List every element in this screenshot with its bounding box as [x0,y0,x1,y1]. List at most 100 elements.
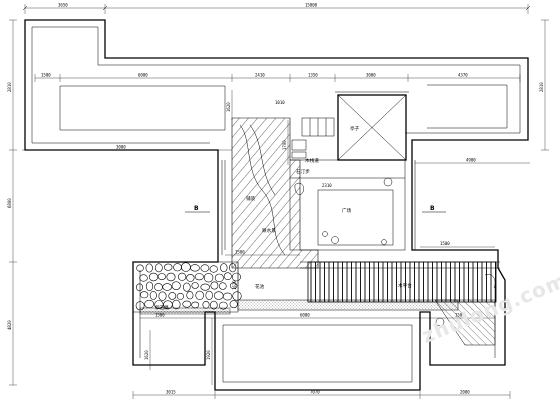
pebble [231,272,241,282]
pebble [205,290,213,301]
dim-bottom-v2: 1620 [144,350,149,360]
dim-right-1: 2810 [539,82,544,92]
inner-vertical-dims: 1620 1700 1620 [226,90,289,300]
right-vertical-dimension: 2810 [539,19,549,151]
dim-left-3: 4820 [7,320,12,330]
left-vertical-dimension: 2810 6800 4820 [7,19,17,386]
pebble [213,291,224,300]
pebble [171,281,181,291]
pebble [149,290,157,300]
pebble [194,273,204,281]
flower-bed-label: 花池 [255,283,265,290]
pebble [162,283,172,291]
dim-row2-1: 1500 [41,73,51,78]
dim-row2-6: 4370 [458,73,468,78]
hatched-water-area [231,117,319,269]
dim-inner-v1: 1620 [226,102,231,112]
pebble [148,272,159,282]
dim-top-1: 3650 [58,3,68,8]
pebble [166,272,176,282]
dim-row3-2: 4900 [466,158,476,163]
bottom-vertical-dims: 1920 1620 [144,318,213,385]
pebble [200,264,210,272]
dim-mid-4: 1010 [275,100,285,105]
pebble [229,263,237,273]
pebble [181,262,191,272]
inner-labels: 跌水景 石汀步 广场 花池 铺装 卵石路 [155,168,352,311]
pebble [191,282,199,289]
dim-mid-1: 1500 [235,250,245,255]
pebble [139,274,148,282]
section-mark-right: B [430,205,435,212]
pebble [186,273,195,282]
pebble-area [132,261,242,313]
pebble [144,299,155,309]
pebble [202,300,210,309]
water-feature-label: 跌水景 [262,227,276,234]
pebble [219,282,227,290]
dim-left-2: 6800 [7,198,12,208]
section-mark-left: B [194,205,199,212]
pebble [164,263,173,271]
bottom-dimension-line: 3015 7070 2000 [132,390,511,399]
pebble [222,292,233,301]
pebble [209,265,218,273]
dim-inner-v2: 1700 [282,140,287,150]
dim-inner-v3: 1620 [232,280,237,290]
second-dimension-line: 1500 6000 2410 1350 3000 4370 [34,73,521,82]
dim-bottom-v1: 1920 [206,350,211,360]
stone-path-label: 卵石路 [155,304,169,311]
pebble [186,291,194,300]
pebble [223,272,232,281]
dim-row2-5: 3000 [366,73,376,78]
section-marks: B B [185,205,446,213]
pebble [191,301,200,309]
pebble [173,263,182,272]
pebble [136,283,144,292]
pebble [140,291,149,299]
plaza-label: 广场 [342,207,352,214]
dim-top-2: 15800 [305,3,318,8]
dim-left-1: 2810 [7,82,12,92]
pergola-square: 亭子 [335,91,409,161]
pebble [182,300,192,308]
pebble [200,283,210,291]
pebble [210,281,219,290]
dim-lower-3: 1500 [455,313,465,318]
pebble [190,264,200,272]
pebble [229,282,238,290]
pergola-label: 亭子 [350,125,360,132]
pebble [195,290,204,301]
dim-lower-1: 1500 [155,313,165,318]
dim-row2-4: 1350 [308,73,318,78]
dim-bottom-1: 3015 [166,390,176,395]
dim-mid-2: 2310 [322,183,332,188]
dim-lower-2: 6000 [300,313,310,318]
bridge-label: 木栈道 [305,157,319,164]
pebble [178,272,187,281]
pebble [157,273,166,280]
right-hatched-patch [434,274,496,346]
pebble [203,273,214,283]
pebble [145,263,153,273]
pebble [176,292,184,300]
top-dimension-line: 3650 15800 [22,3,531,14]
lower-dimension-line: 1500 6000 1500 [140,313,495,319]
pebble [214,273,224,283]
pebble [232,291,242,301]
wood-deck-label: 木平台 [398,282,412,289]
stone-steps-label: 石汀步 [296,168,310,175]
pebble [136,264,144,272]
dim-bottom-2: 7070 [310,390,320,395]
pebble [154,283,163,292]
pebble [168,292,177,300]
mid-dimension-lines: 1500 2310 1500 1010 [225,100,495,256]
dim-bottom-3: 2000 [460,390,470,395]
wood-deck: 木平台 [300,261,500,303]
pebble [154,263,163,273]
paving-label: 铺装 [246,195,256,202]
dim-row2-3: 2410 [255,73,265,78]
pebble [158,291,167,301]
dim-row2-2: 6000 [138,73,148,78]
